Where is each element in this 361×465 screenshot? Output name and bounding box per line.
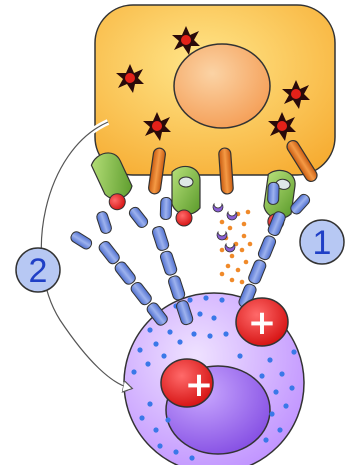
step-2-label: 2: [16, 248, 60, 292]
receptor: [172, 166, 200, 226]
svg-text:1: 1: [313, 224, 332, 262]
activation-granule: +: [236, 298, 288, 346]
step-1-label: 1: [300, 220, 344, 264]
plus-sign: +: [185, 365, 214, 405]
plus-sign: +: [248, 303, 277, 343]
svg-text:2: 2: [29, 252, 48, 290]
released-mediators: [213, 204, 252, 284]
activation-granule: +: [161, 359, 213, 407]
ligand-rod: [218, 148, 233, 195]
mast-cell-nucleus: [174, 44, 270, 128]
